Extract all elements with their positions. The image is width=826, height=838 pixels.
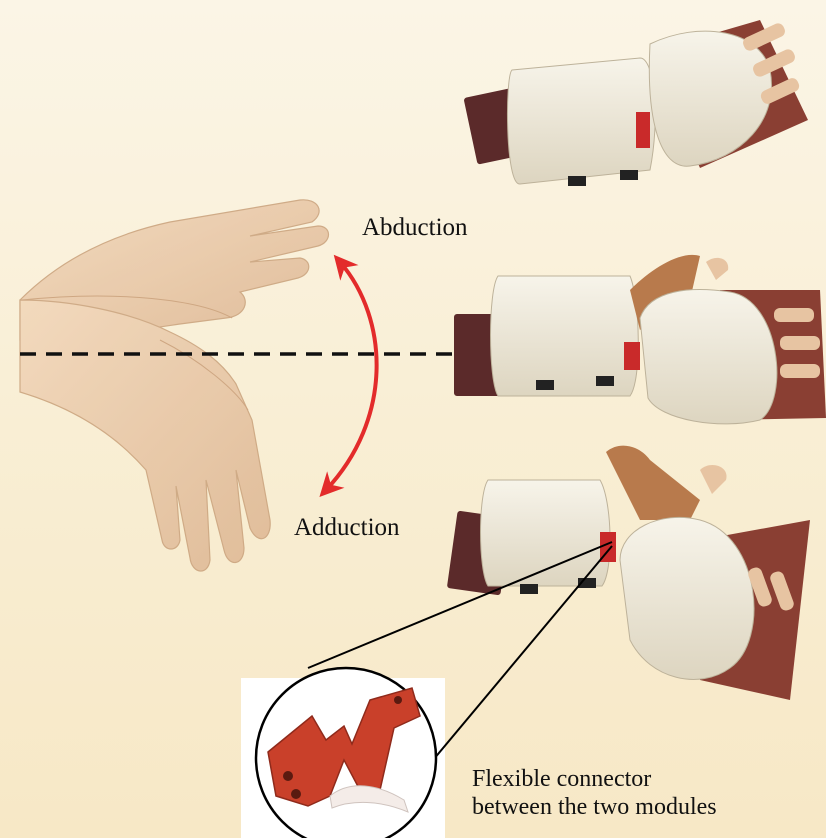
exoskeleton-glove-adducted [447,446,810,700]
adduction-label: Adduction [294,514,400,542]
human-hands-illustration [20,200,329,571]
exoskeleton-glove-neutral [454,255,826,424]
connector-caption-line2: between the two modules [472,793,717,821]
abduction-adduction-arrow [326,262,377,490]
connector-inset [256,668,436,838]
connector-caption-line1: Flexible connector [472,765,717,793]
abduction-label: Abduction [362,214,468,242]
hand-adducted [20,300,270,571]
connector-caption: Flexible connector between the two modul… [472,765,717,822]
exoskeleton-glove-abducted [463,20,808,186]
